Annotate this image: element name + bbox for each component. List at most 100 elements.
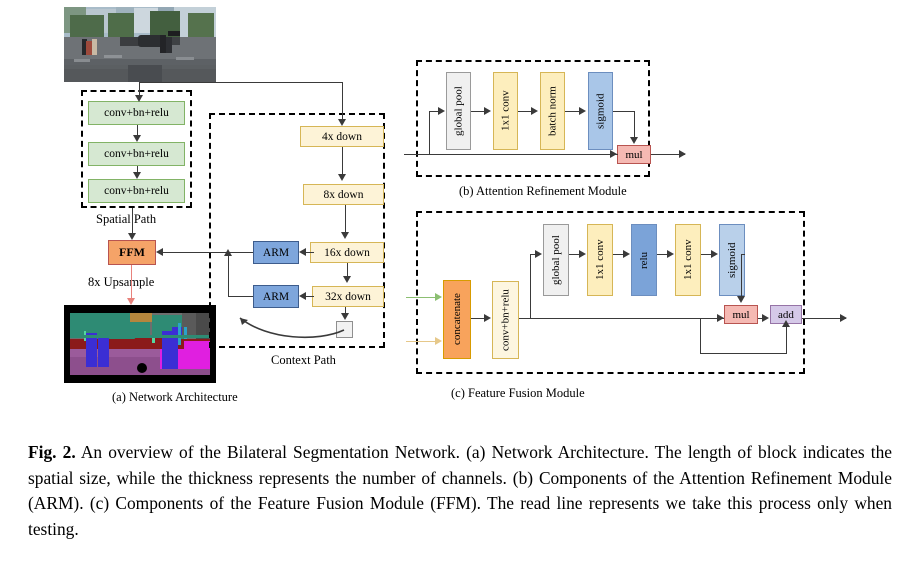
conn-c-mul-add <box>758 318 763 319</box>
figure-caption: Fig. 2. An overview of the Bilateral Seg… <box>28 440 892 542</box>
conv-block-2-label: conv+bn+relu <box>104 148 169 160</box>
spatial-path-label: Spatial Path <box>96 212 157 226</box>
conn-32x-pool <box>345 307 346 316</box>
ffm-add-label: add <box>778 308 794 321</box>
arm-conv1x1-block: 1x1 conv <box>493 72 518 150</box>
conn-c-conv-sig-arrow <box>711 250 718 258</box>
ffm-sigmoid-label: sigmoid <box>726 242 738 278</box>
ffm-block: FFM <box>108 240 156 265</box>
conn-4x-8x-arrow <box>338 174 346 181</box>
ffm-label: FFM <box>119 245 145 259</box>
conn-conv1-conv2-arrow <box>133 135 141 142</box>
conn-32x-pool-arrow <box>341 313 349 320</box>
panel-b-caption: (b) Attention Refinement Module <box>459 184 627 198</box>
conn-16x-arm1-arrow <box>299 248 306 256</box>
ffm-global-pool-label: global pool <box>550 235 562 285</box>
ffm-global-pool-block: global pool <box>543 224 569 296</box>
conv-block-3: conv+bn+relu <box>88 179 185 203</box>
conn-b-bn-sig <box>565 111 580 112</box>
conn-b-branch-up <box>429 111 430 155</box>
panel-b-container <box>416 60 650 177</box>
conn-b-branch-arrow <box>438 107 445 115</box>
spatial-path-container <box>81 90 192 208</box>
output-segmentation-image <box>64 305 216 383</box>
conn-photo-down <box>139 82 140 98</box>
conn-context-in-down <box>342 82 343 122</box>
conn-conv1-conv2 <box>137 125 138 137</box>
conn-conv2-conv3 <box>137 166 138 174</box>
figure-caption-label: Fig. 2. <box>28 442 76 462</box>
context-path-label: Context Path <box>271 353 336 367</box>
conn-b-out <box>651 154 685 155</box>
conn-32x-arm2 <box>306 296 314 297</box>
ffm-conv1x1-b-block: 1x1 conv <box>675 224 701 296</box>
conn-pool-curve <box>239 317 345 339</box>
arm-block-2: ARM <box>253 285 299 308</box>
conn-c-conv-relu-arrow <box>623 250 630 258</box>
conn-c-sig-right <box>741 254 745 255</box>
conn-b-sig-down-arrow <box>630 137 638 144</box>
conn-c-sig-down-arrow <box>737 296 745 303</box>
conn-c-residual-down <box>700 318 701 354</box>
conn-c-concat-conv-arrow <box>484 314 491 322</box>
arm-block-1-label: ARM <box>262 246 290 259</box>
down-block-8x: 8x down <box>303 184 384 205</box>
down-block-8x-label: 8x down <box>323 188 364 201</box>
conv-block-1: conv+bn+relu <box>88 101 185 125</box>
conn-b-out-arrow <box>679 150 686 158</box>
upsample-label: 8x Upsample <box>88 275 155 289</box>
arm-sigmoid-block: sigmoid <box>588 72 613 150</box>
figure-caption-text: An overview of the Bilateral Segmentatio… <box>28 442 892 539</box>
conn-ffm-upsample <box>131 265 132 301</box>
conn-8x-16x <box>345 205 346 233</box>
conn-32x-arm2-arrow <box>299 292 306 300</box>
conn-spatial-ffm <box>132 208 133 235</box>
ffm-mul-label: mul <box>732 308 750 321</box>
conn-c-sig-down <box>741 254 742 298</box>
conn-c-conv-sig <box>701 254 712 255</box>
conn-spatial-ffm-arrow <box>128 233 136 240</box>
conn-arm2-left <box>228 296 253 297</box>
conv-block-2: conv+bn+relu <box>88 142 185 166</box>
conn-ffm-upsample-arrow <box>127 298 135 305</box>
conn-b-in <box>404 154 618 155</box>
conn-c-conv-relu <box>613 254 624 255</box>
conn-c-out <box>802 318 846 319</box>
arm-conv1x1-label: 1x1 conv <box>499 90 512 132</box>
conn-16x-32x-arrow <box>343 276 351 283</box>
conn-arm2-up <box>228 255 229 297</box>
down-block-32x-label: 32x down <box>325 290 371 303</box>
ffm-concatenate-label: concatenate <box>451 293 463 346</box>
conn-b-sig-down <box>634 111 635 139</box>
conn-b-bn-sig-arrow <box>579 107 586 115</box>
ffm-concatenate-block: concatenate <box>443 280 471 359</box>
down-block-4x: 4x down <box>300 126 384 147</box>
conn-photo-arrow <box>135 95 143 102</box>
down-block-16x-label: 16x down <box>324 246 370 259</box>
ffm-conv1x1-b-label: 1x1 conv <box>682 239 694 281</box>
conn-c-relu-conv <box>657 254 668 255</box>
conn-arm1-ffm <box>163 252 253 253</box>
conn-16x-32x <box>347 263 348 278</box>
arm-global-pool-block: global pool <box>446 72 471 150</box>
conn-arm2-up-arrow <box>224 249 232 256</box>
panel-a-caption: (a) Network Architecture <box>112 390 238 404</box>
conn-c-in-yellow <box>406 341 439 342</box>
arm-mul-label: mul <box>625 148 643 161</box>
ffm-conv1x1-a-block: 1x1 conv <box>587 224 613 296</box>
conn-b-branch-right <box>429 111 440 112</box>
context-path-container <box>209 113 385 348</box>
conn-c-pool-conv <box>569 254 580 255</box>
conn-arm1-ffm-arrow <box>156 248 163 256</box>
conn-c-residual-arrow <box>782 320 790 327</box>
down-block-4x-label: 4x down <box>322 130 362 143</box>
arm-mul-block: mul <box>617 145 651 164</box>
ffm-conv1x1-a-label: 1x1 conv <box>594 239 606 281</box>
conn-c-in-yellow-arrow <box>435 337 442 345</box>
conn-b-conv-bn-arrow <box>531 107 538 115</box>
arm-sigmoid-label: sigmoid <box>594 93 607 129</box>
conn-c-relu-conv-arrow <box>667 250 674 258</box>
conv-block-3-label: conv+bn+relu <box>104 185 169 197</box>
conn-conv2-conv3-arrow <box>133 172 141 179</box>
ffm-mul-block: mul <box>724 305 758 324</box>
